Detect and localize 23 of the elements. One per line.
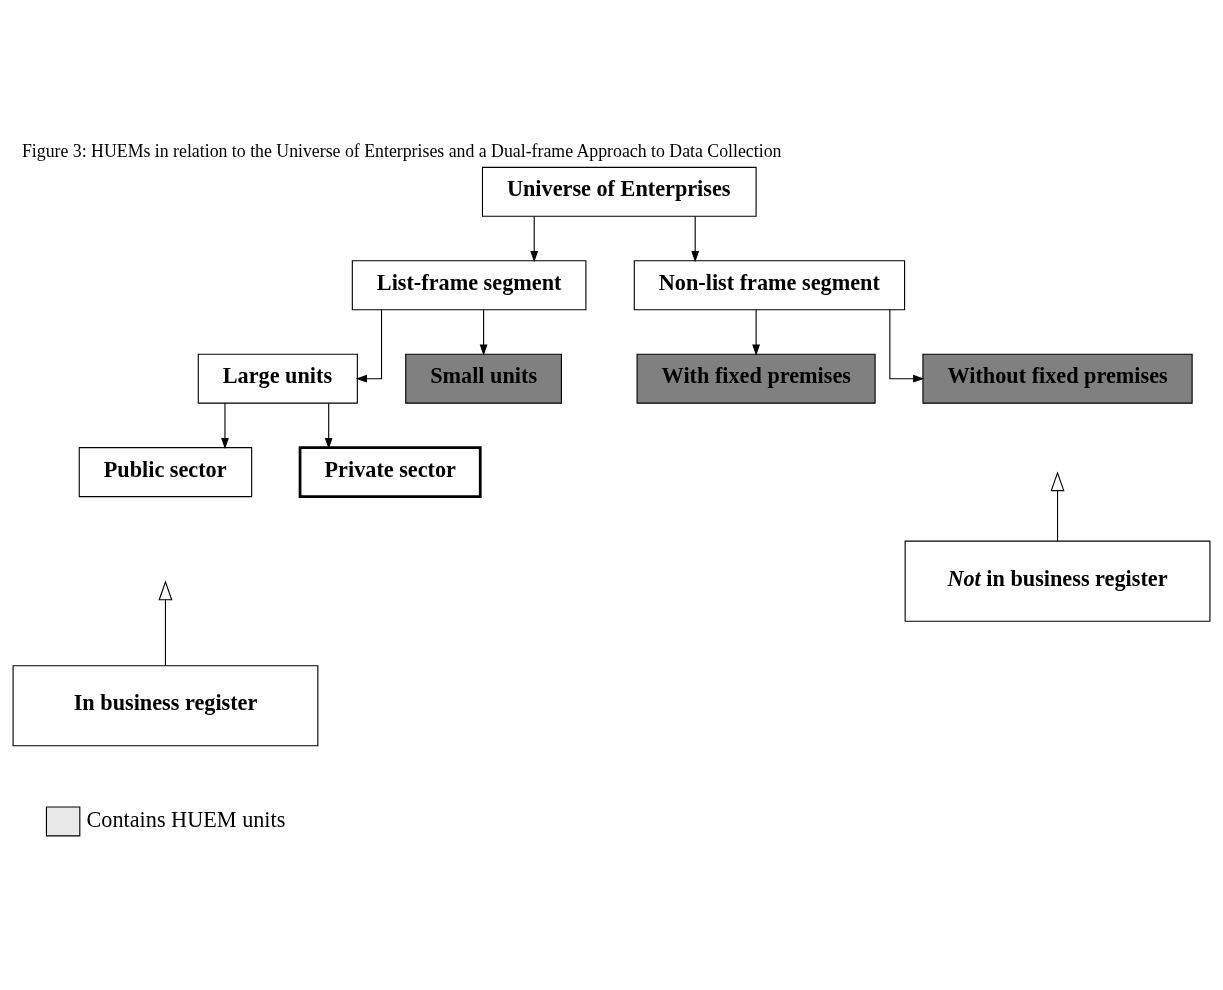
node-box: Not in business register (904, 540, 1211, 622)
node-box: List-frame segment (351, 259, 587, 310)
arrow (355, 308, 383, 383)
arrow (530, 215, 539, 262)
arrow (1050, 470, 1065, 542)
node-box: In business register (12, 664, 319, 746)
node-box: With fixed premises (636, 353, 876, 404)
node-box: Universe of Enterprises (481, 166, 757, 217)
node-box: Large units (197, 353, 358, 404)
node-box: Public sector (78, 446, 253, 497)
diagram-title: Figure 3: HUEMs in relation to the Universe of Enterprises and a Dual-frame Approach to Data Collection (21, 140, 782, 161)
arrow (889, 308, 925, 383)
arrow (479, 308, 488, 356)
node-box: Small units (405, 353, 562, 404)
node-box: Private sector (298, 445, 482, 498)
arrow (221, 402, 229, 449)
arrow (324, 402, 333, 449)
arrow (752, 308, 760, 356)
legend-label: Contains HUEM units (86, 806, 286, 832)
arrow (158, 579, 173, 666)
node-box: Non-list frame segment (633, 259, 906, 310)
arrow (691, 215, 700, 262)
node-box: Without fixed premises (922, 353, 1193, 404)
